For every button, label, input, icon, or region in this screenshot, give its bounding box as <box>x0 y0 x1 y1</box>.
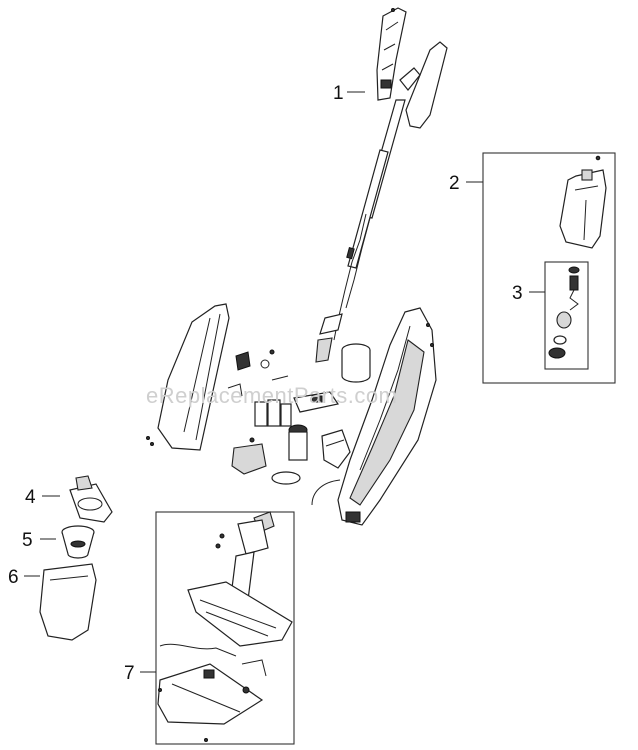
callout-label-6: 6 <box>8 567 19 588</box>
callout-box-3 <box>544 261 589 370</box>
handle-grip-part <box>376 7 448 129</box>
filter-cap-part <box>69 475 113 523</box>
callout-box-7 <box>155 511 295 745</box>
boiler-heater-part <box>341 343 371 383</box>
left-body-cover-part <box>146 303 230 451</box>
filter-ring-part <box>61 525 95 559</box>
pedal-switch-part <box>231 437 267 475</box>
callout-box-2 <box>482 152 616 384</box>
upper-tube-part <box>315 99 406 363</box>
callout-label-1: 1 <box>333 83 344 104</box>
callout-label-5: 5 <box>22 530 33 551</box>
callout-label-4: 4 <box>25 487 36 508</box>
valve-assembly-part <box>548 266 580 359</box>
main-body-housing-part <box>311 307 437 526</box>
callout-label-3: 3 <box>512 283 523 304</box>
callout-label-7: 7 <box>124 663 135 684</box>
circuit-tray-part <box>293 391 339 413</box>
floor-nozzle-assembly-part <box>157 511 293 742</box>
callout-label-2: 2 <box>449 173 460 194</box>
bracket-part <box>321 429 351 469</box>
watermark-text: eReplacementParts.com <box>146 383 397 408</box>
motor-assembly-part <box>271 424 308 485</box>
water-tank-part <box>559 155 607 249</box>
dirt-cup-part <box>39 563 97 641</box>
pump-block-part <box>254 399 292 427</box>
small-fittings-part <box>227 349 289 397</box>
